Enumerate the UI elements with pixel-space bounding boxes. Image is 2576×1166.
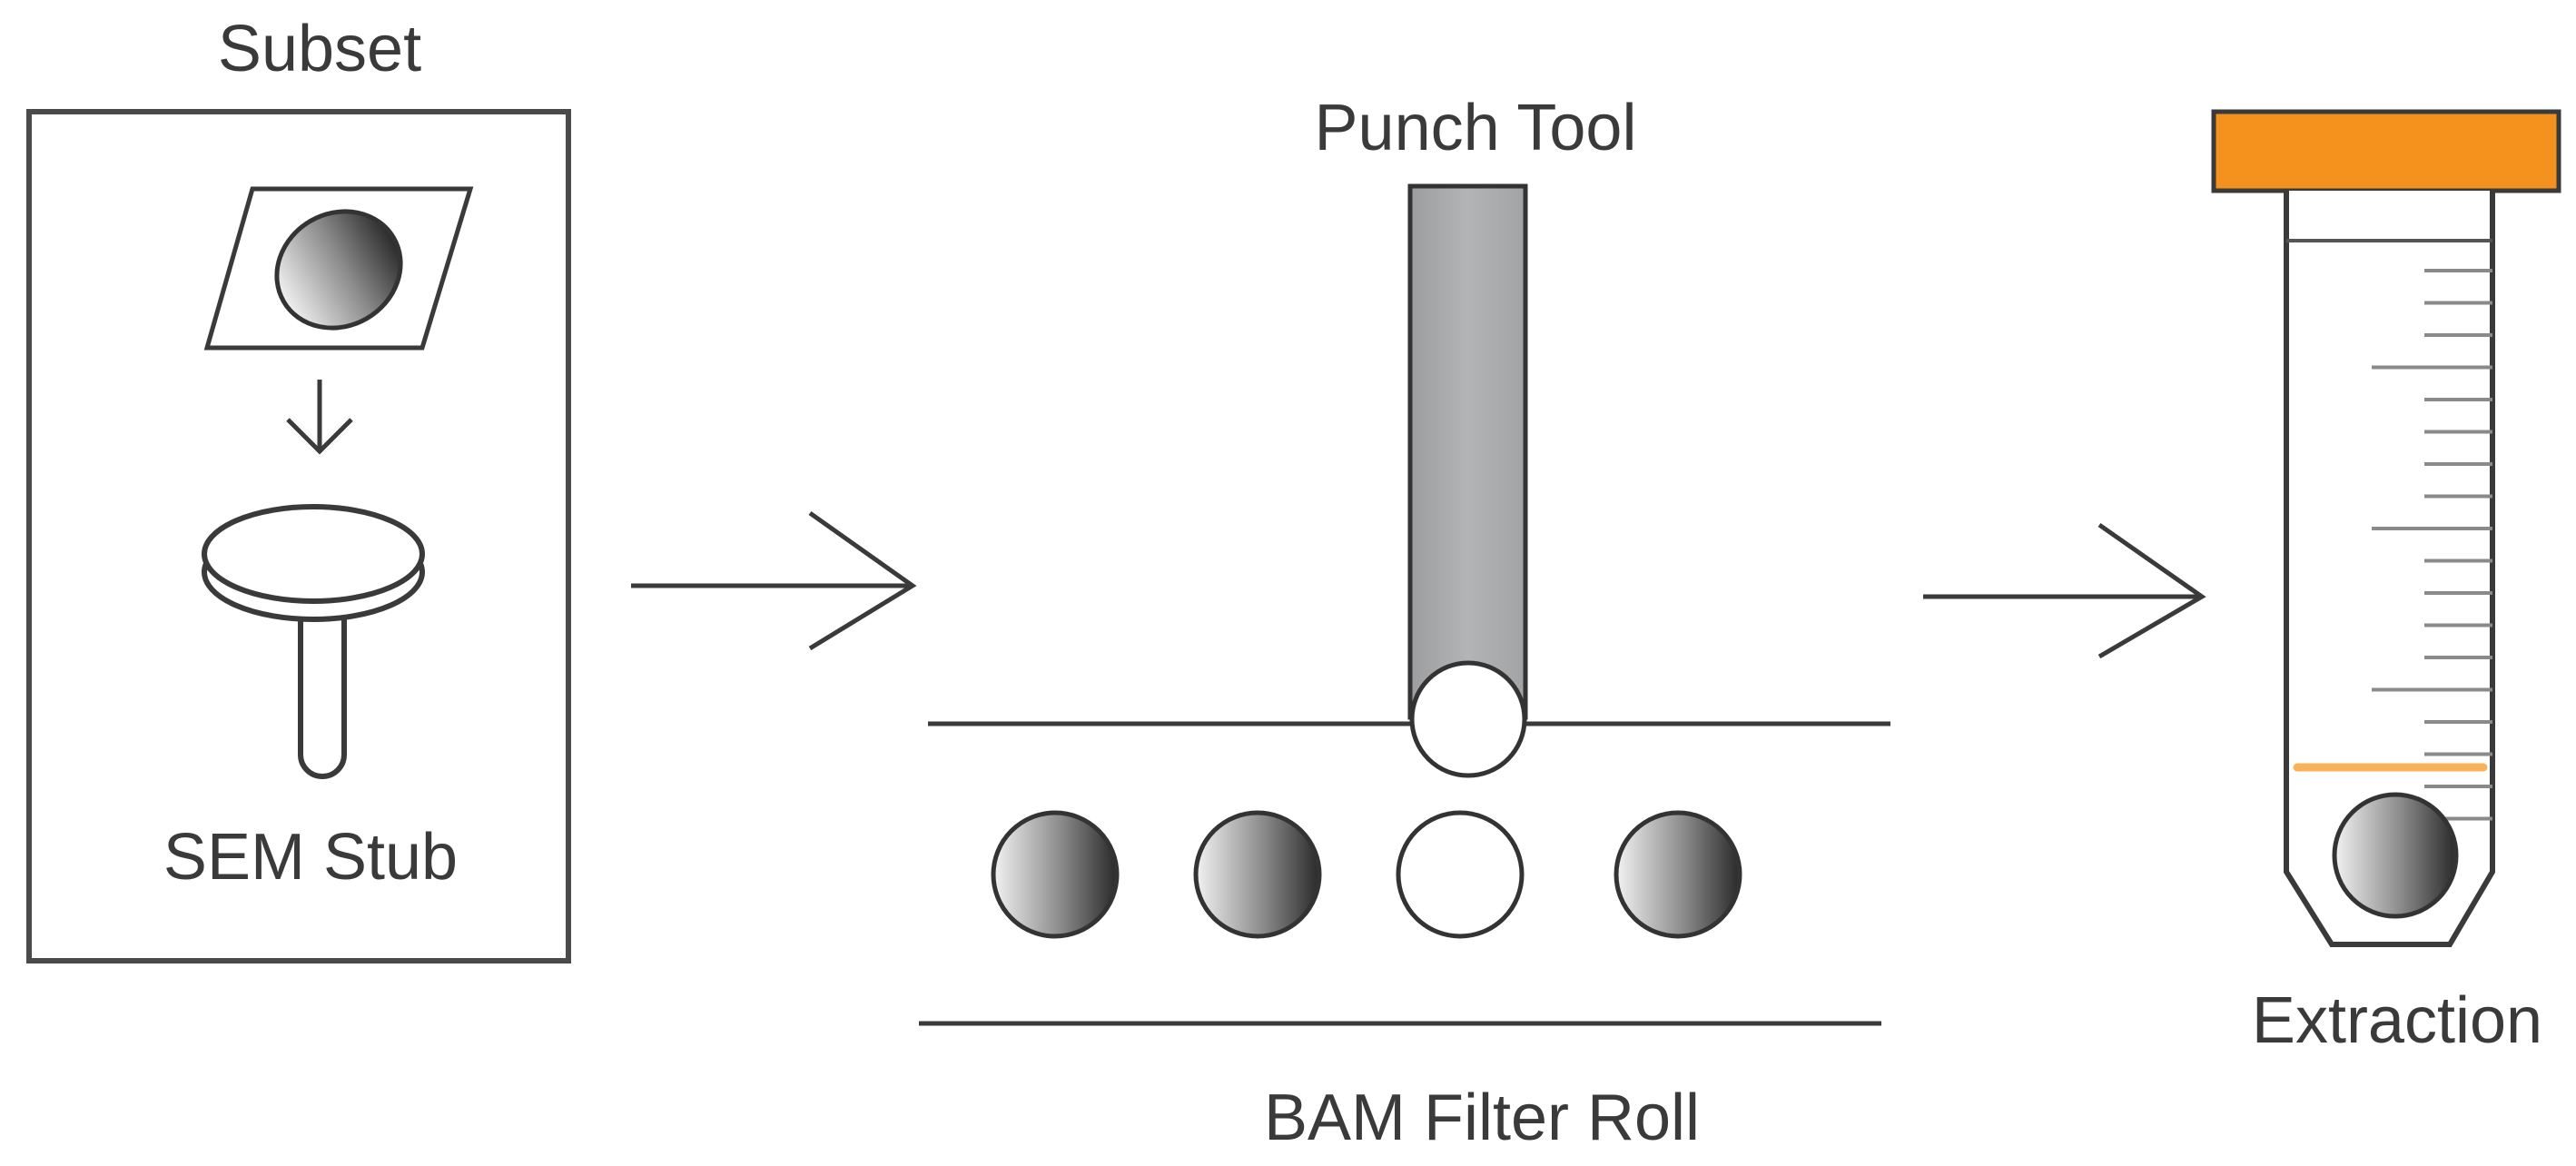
punch-tool-shaft bbox=[1407, 183, 1528, 720]
extraction-panel: Extraction bbox=[2211, 109, 2561, 1057]
punch-tool-tip bbox=[1409, 660, 1527, 778]
down-arrow-icon bbox=[286, 380, 353, 455]
sem-stub-label: SEM Stub bbox=[163, 821, 458, 894]
extraction-label: Extraction bbox=[2252, 984, 2542, 1057]
filter-spots bbox=[991, 810, 1742, 939]
sample-disc-icon bbox=[274, 209, 403, 331]
bam-filter-roll-label: BAM Filter Roll bbox=[1264, 1082, 1700, 1154]
tube-cap bbox=[2211, 109, 2561, 193]
sem-stub-icon bbox=[202, 504, 425, 779]
arrow-right-icon bbox=[631, 510, 917, 651]
filter-disc bbox=[991, 810, 1120, 939]
subset-panel: Subset SEM Stub bbox=[26, 13, 571, 963]
subset-label: Subset bbox=[218, 13, 421, 85]
tube-graduations bbox=[2372, 269, 2492, 821]
punch-panel: Punch Tool BAM Filter Roll bbox=[919, 92, 1890, 1154]
punch-tool-label: Punch Tool bbox=[1315, 92, 1637, 164]
punched-hole bbox=[1396, 810, 1525, 939]
filter-disc bbox=[1614, 810, 1742, 939]
arrow-right-icon bbox=[1923, 522, 2206, 659]
filter-disc bbox=[1193, 810, 1322, 939]
subset-box bbox=[26, 109, 571, 963]
sample-disc-icon bbox=[2332, 792, 2459, 919]
